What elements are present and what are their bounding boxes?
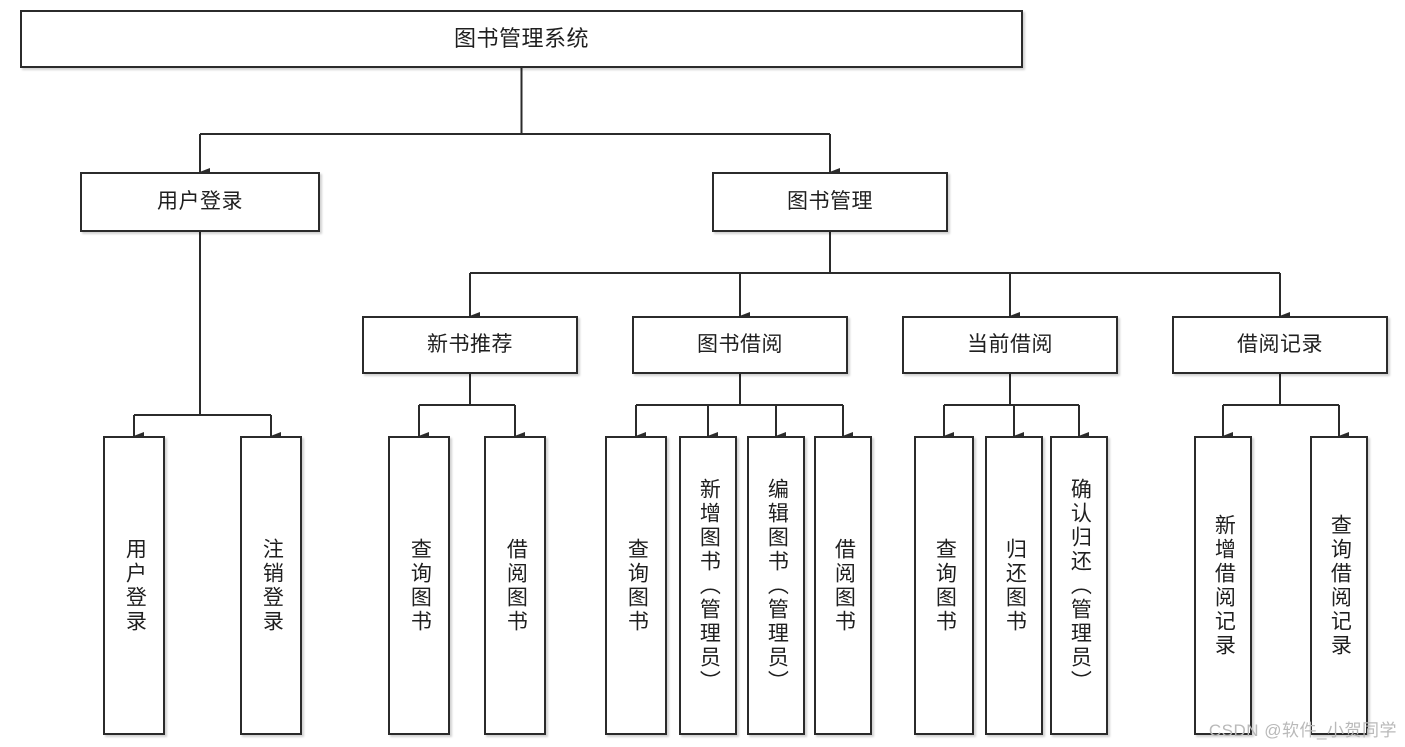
edge-paths bbox=[132, 68, 1350, 441]
node-leaf-query-borrow-record[interactable]: 查询借阅记录 bbox=[1310, 436, 1368, 735]
node-leaf-edit-book[interactable]: 编辑图书（管理员） bbox=[747, 436, 805, 735]
node-label: 确认归还（管理员） bbox=[1068, 477, 1092, 694]
node-leaf-confirm-return[interactable]: 确认归还（管理员） bbox=[1050, 436, 1108, 735]
node-label: 查询图书 bbox=[408, 537, 432, 634]
node-label: 查询借阅记录 bbox=[1328, 513, 1352, 658]
node-leaf-query-book-current[interactable]: 查询图书 bbox=[914, 436, 974, 735]
node-leaf-add-book[interactable]: 新增图书（管理员） bbox=[679, 436, 737, 735]
node-user-login[interactable]: 用户登录 bbox=[80, 172, 320, 232]
node-leaf-borrow-book[interactable]: 借阅图书 bbox=[814, 436, 872, 735]
node-borrow-record[interactable]: 借阅记录 bbox=[1172, 316, 1388, 374]
node-label: 图书借阅 bbox=[697, 332, 783, 356]
node-label: 用户登录 bbox=[123, 537, 147, 634]
node-leaf-borrow-book-recommend[interactable]: 借阅图书 bbox=[484, 436, 546, 735]
node-leaf-add-borrow-record[interactable]: 新增借阅记录 bbox=[1194, 436, 1252, 735]
node-leaf-query-book-recommend[interactable]: 查询图书 bbox=[388, 436, 450, 735]
node-label: 当前借阅 bbox=[967, 332, 1053, 356]
node-label: 图书管理 bbox=[787, 189, 873, 213]
node-label: 查询图书 bbox=[625, 537, 649, 634]
node-leaf-logout[interactable]: 注销登录 bbox=[240, 436, 302, 735]
node-label: 新增图书（管理员） bbox=[697, 477, 721, 694]
watermark-text: CSDN @软件_小贺同学 bbox=[1208, 721, 1397, 740]
node-leaf-user-login[interactable]: 用户登录 bbox=[103, 436, 165, 735]
node-root[interactable]: 图书管理系统 bbox=[20, 10, 1023, 68]
node-book-management[interactable]: 图书管理 bbox=[712, 172, 948, 232]
node-new-book-recommend[interactable]: 新书推荐 bbox=[362, 316, 578, 374]
node-label: 借阅图书 bbox=[504, 537, 528, 634]
node-label: 用户登录 bbox=[157, 189, 243, 213]
node-label: 新增借阅记录 bbox=[1212, 513, 1236, 658]
node-book-borrow[interactable]: 图书借阅 bbox=[632, 316, 848, 374]
node-label: 编辑图书（管理员） bbox=[765, 477, 789, 694]
node-label: 图书管理系统 bbox=[453, 26, 589, 52]
node-current-borrow[interactable]: 当前借阅 bbox=[902, 316, 1118, 374]
node-label: 归还图书 bbox=[1003, 537, 1027, 634]
node-label: 借阅图书 bbox=[832, 537, 856, 634]
node-label: 注销登录 bbox=[260, 537, 284, 634]
node-label: 新书推荐 bbox=[427, 332, 513, 356]
node-leaf-query-book-borrow[interactable]: 查询图书 bbox=[605, 436, 667, 735]
node-label: 借阅记录 bbox=[1237, 332, 1323, 356]
node-leaf-return-book[interactable]: 归还图书 bbox=[985, 436, 1043, 735]
node-label: 查询图书 bbox=[933, 537, 957, 634]
